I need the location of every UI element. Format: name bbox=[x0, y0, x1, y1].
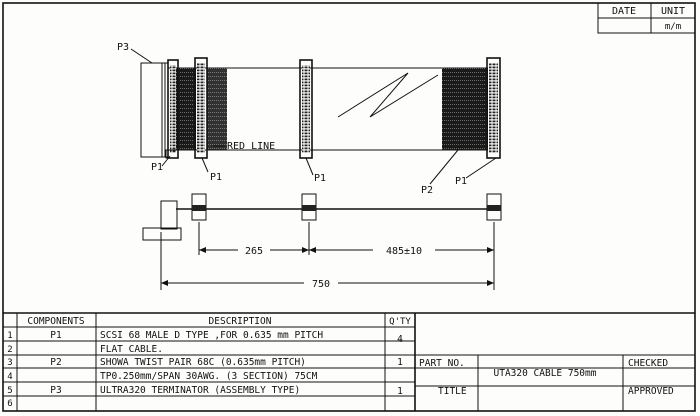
row-description: FLAT CABLE. bbox=[100, 344, 163, 355]
row-description: SHOWA TWIST PAIR 68C (0.635mm PITCH) bbox=[100, 357, 306, 368]
row-qty: 1 bbox=[397, 357, 403, 368]
unit-label: UNIT bbox=[661, 6, 685, 17]
row-description: ULTRA320 TERMINATOR (ASSEMBLY TYPE) bbox=[100, 385, 300, 396]
row-description: TP0.250mm/SPAN 30AWG. (3 SECTION) 75CM bbox=[100, 371, 318, 382]
row-qty: 1 bbox=[397, 386, 403, 397]
twist-section-left bbox=[176, 68, 196, 150]
approved-label: APPROVED bbox=[628, 386, 674, 397]
bom-table: COMPONENTS DESCRIPTION Q'TY 1 P1 SCSI 68… bbox=[3, 312, 695, 411]
header-qty: Q'TY bbox=[389, 317, 411, 327]
row-number: 2 bbox=[7, 345, 12, 355]
row-component: P3 bbox=[50, 385, 61, 396]
header-description: DESCRIPTION bbox=[209, 316, 272, 327]
date-label: DATE bbox=[612, 6, 636, 17]
label-p3: P3 bbox=[117, 42, 129, 53]
row-number: 6 bbox=[7, 399, 12, 409]
p3-terminator bbox=[140, 62, 166, 158]
connector-p1-b bbox=[194, 57, 208, 159]
part-no-label: PART NO. bbox=[419, 358, 465, 369]
row-component: P2 bbox=[50, 357, 61, 368]
unit-value: m/m bbox=[665, 22, 681, 32]
label-p2: P2 bbox=[421, 185, 433, 196]
label-p1-a: P1 bbox=[151, 162, 163, 173]
label-p1-b: P1 bbox=[210, 172, 222, 183]
row-number: 5 bbox=[7, 386, 12, 396]
dim-750: 750 bbox=[312, 279, 330, 290]
title-label: TITLE bbox=[438, 386, 467, 397]
part-no-value: UTA320 CABLE 750mm bbox=[494, 368, 597, 379]
break-mark bbox=[337, 72, 439, 118]
cable-assembly-drawing: P3 P1 P1 P1 P2 P1 RED LINE bbox=[117, 42, 501, 196]
row-description: SCSI 68 MALE D TYPE ,FOR 0.635 mm PITCH bbox=[100, 330, 323, 341]
title-block: PART NO. UTA320 CABLE 750mm TITLE CHECKE… bbox=[419, 358, 674, 397]
checked-label: CHECKED bbox=[628, 358, 668, 369]
dimension-lines: 265 485±10 750 bbox=[160, 222, 495, 290]
row-qty: 4 bbox=[397, 334, 403, 345]
sheet-border bbox=[2, 2, 696, 412]
header-components: COMPONENTS bbox=[27, 316, 84, 327]
dim-485: 485±10 bbox=[386, 246, 422, 257]
date-unit-block: DATE UNIT m/m bbox=[597, 2, 696, 34]
row-component: P1 bbox=[50, 330, 62, 341]
label-p1-d: P1 bbox=[455, 176, 467, 187]
row-number: 1 bbox=[7, 331, 12, 341]
cable-side-view bbox=[142, 193, 502, 241]
label-red-line: RED LINE bbox=[227, 141, 275, 152]
dim-265: 265 bbox=[245, 246, 263, 257]
row-number: 4 bbox=[7, 372, 12, 382]
row-number: 3 bbox=[7, 358, 12, 368]
connector-p1-d bbox=[486, 57, 501, 159]
twist-section-right bbox=[442, 68, 488, 150]
label-p1-c: P1 bbox=[314, 173, 326, 184]
